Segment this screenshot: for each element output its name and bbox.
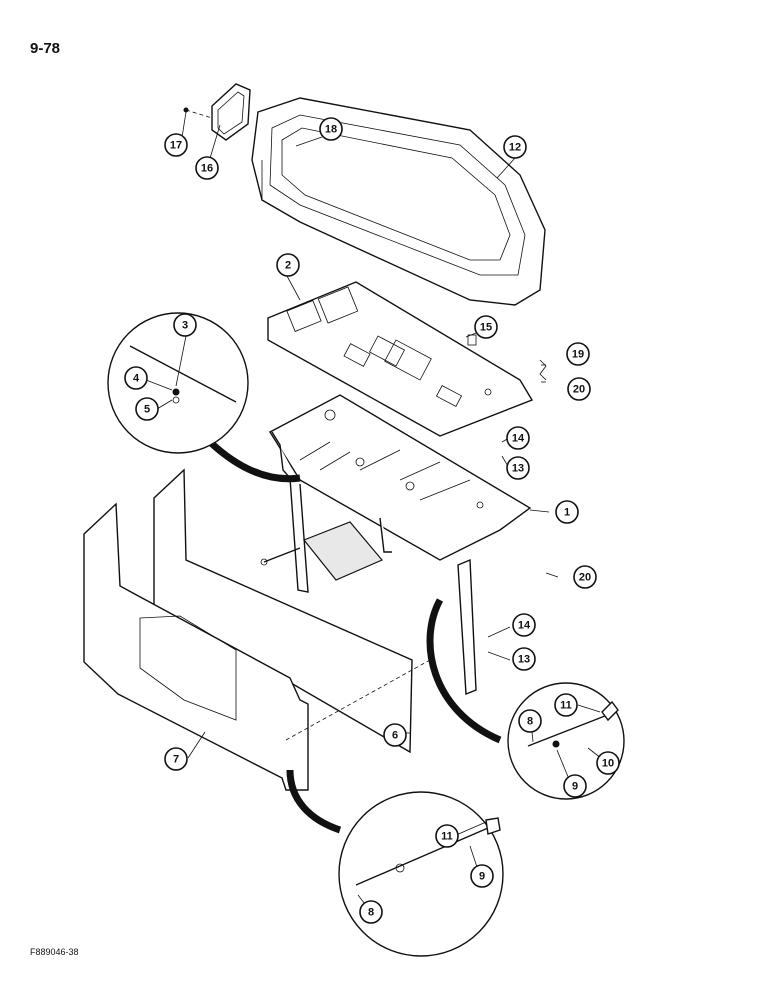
callout-circle xyxy=(573,565,597,589)
callout-circle xyxy=(319,117,343,141)
panel-plate xyxy=(267,281,547,437)
callout-label: 14 xyxy=(512,433,525,445)
callout-3: 3 xyxy=(173,313,197,337)
callout-8: 8 xyxy=(518,709,542,733)
callout-circle xyxy=(383,723,407,747)
callout-11: 11 xyxy=(554,693,578,717)
callout-8: 8 xyxy=(359,900,383,924)
callout-9: 9 xyxy=(563,774,587,798)
callout-circle xyxy=(567,377,591,401)
callout-label: 14 xyxy=(518,620,531,632)
callout-label: 18 xyxy=(325,124,337,136)
callout-label: 2 xyxy=(285,260,291,272)
callout-circle xyxy=(124,366,148,390)
callout-16: 16 xyxy=(195,156,219,180)
callout-circle xyxy=(474,315,498,339)
callout-circle xyxy=(512,613,536,637)
callout-20: 20 xyxy=(573,565,597,589)
callout-7: 7 xyxy=(164,747,188,771)
callout-label: 7 xyxy=(173,754,179,766)
callout-label: 8 xyxy=(527,716,533,728)
callout-15: 15 xyxy=(474,315,498,339)
callout-label: 20 xyxy=(579,572,591,584)
callout-label: 19 xyxy=(572,349,584,361)
cover-bezel xyxy=(251,97,546,306)
callout-circle xyxy=(518,709,542,733)
callout-circle xyxy=(195,156,219,180)
callout-label: 9 xyxy=(479,871,485,883)
screw-icon xyxy=(183,107,189,113)
callout-2: 2 xyxy=(276,253,300,277)
callout-17: 17 xyxy=(164,133,188,157)
callout-circle xyxy=(135,397,159,421)
side-panel-outer xyxy=(83,502,431,791)
callout-label: 11 xyxy=(560,700,572,712)
callout-label: 13 xyxy=(518,654,530,666)
callout-label: 13 xyxy=(512,463,524,475)
callout-circle xyxy=(164,133,188,157)
callout-label: 6 xyxy=(392,730,398,742)
callout-12: 12 xyxy=(503,135,527,159)
callout-circle xyxy=(506,426,530,450)
callout-circle xyxy=(563,774,587,798)
callout-19: 19 xyxy=(566,342,590,366)
callout-label: 1 xyxy=(564,507,570,519)
callout-circle xyxy=(596,751,620,775)
callout-circle xyxy=(555,500,579,524)
callout-label: 10 xyxy=(602,758,614,770)
callout-5: 5 xyxy=(135,397,159,421)
callout-circle xyxy=(506,456,530,480)
callout-label: 4 xyxy=(133,373,140,385)
callout-circle xyxy=(566,342,590,366)
callout-1: 1 xyxy=(555,500,579,524)
callout-circle xyxy=(503,135,527,159)
support-frame xyxy=(260,394,532,696)
callout-14: 14 xyxy=(512,613,536,637)
callout-4: 4 xyxy=(124,366,148,390)
callout-circle xyxy=(359,900,383,924)
callouts: 17 16 18 12 2 15 19 20 3 4 5 14 13 1 20 14 13 11 8 10 9 6 7 11 9… xyxy=(124,117,620,924)
callout-13: 13 xyxy=(506,456,530,480)
callout-10: 10 xyxy=(596,751,620,775)
page-number: 9-78 xyxy=(30,40,61,57)
callout-circle xyxy=(173,313,197,337)
callout-11: 11 xyxy=(435,824,459,848)
callout-6: 6 xyxy=(383,723,407,747)
callout-label: 17 xyxy=(170,140,182,152)
callout-circle xyxy=(435,824,459,848)
callout-circle xyxy=(164,747,188,771)
callout-circle xyxy=(554,693,578,717)
callout-label: 15 xyxy=(480,322,492,334)
callout-label: 20 xyxy=(573,384,585,396)
callout-circle xyxy=(512,647,536,671)
callout-label: 9 xyxy=(572,781,578,793)
callout-14: 14 xyxy=(506,426,530,450)
callout-label: 16 xyxy=(201,163,213,175)
callout-label: 5 xyxy=(144,404,150,416)
callout-circle xyxy=(276,253,300,277)
callout-label: 3 xyxy=(182,320,188,332)
callout-label: 11 xyxy=(441,831,453,843)
callout-13: 13 xyxy=(512,647,536,671)
switch-icon xyxy=(467,334,477,346)
callout-20: 20 xyxy=(567,377,591,401)
callout-circle xyxy=(470,864,494,888)
callout-9: 9 xyxy=(470,864,494,888)
mounting-bracket xyxy=(183,83,251,141)
callout-label: 12 xyxy=(509,142,521,154)
callout-18: 18 xyxy=(319,117,343,141)
figure-id: F889046-38 xyxy=(30,947,79,957)
callout-label: 8 xyxy=(368,907,374,919)
